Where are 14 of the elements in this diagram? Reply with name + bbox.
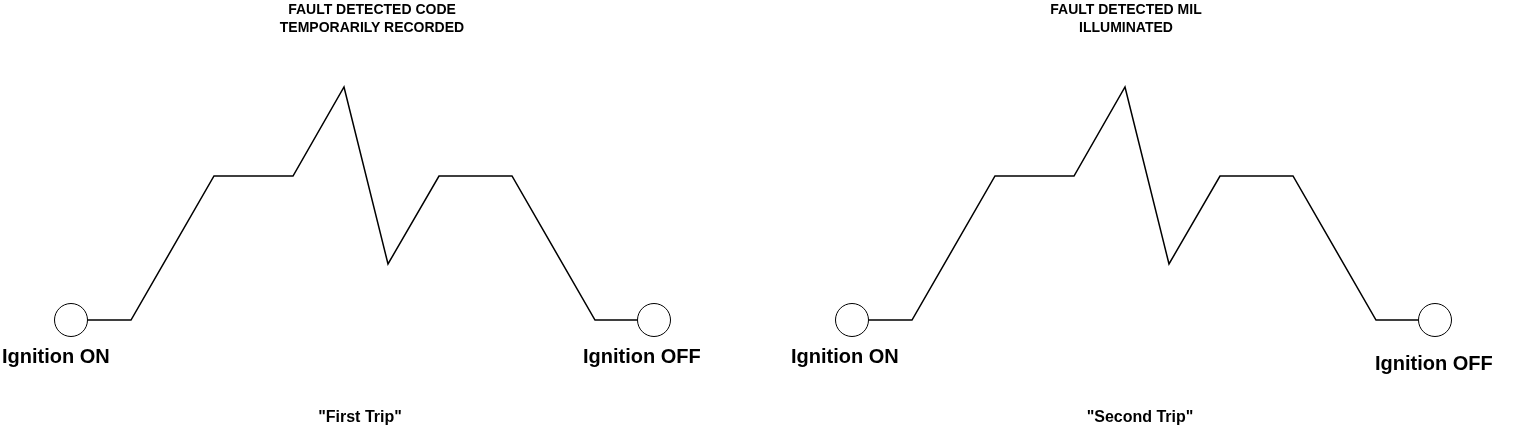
ignition-label: Ignition OFF <box>583 345 701 368</box>
trip-profile-line <box>87 85 638 321</box>
status-note: FAULT DETECTED CODE TEMPORARILY RECORDED <box>278 0 466 36</box>
ignition-label: Ignition ON <box>2 345 110 368</box>
ignition-label: Ignition OFF <box>1375 352 1493 375</box>
trip-caption: "Second Trip" <box>1085 408 1195 426</box>
ignition-circle <box>637 303 671 337</box>
status-note: FAULT DETECTED MIL ILLUMINATED <box>1049 0 1203 36</box>
ignition-circle <box>54 303 88 337</box>
ignition-circle <box>1418 303 1452 337</box>
trip-caption: "First Trip" <box>317 408 403 426</box>
ignition-circle <box>835 303 869 337</box>
trip-profile-line <box>868 85 1419 321</box>
ignition-label: Ignition ON <box>791 345 899 368</box>
